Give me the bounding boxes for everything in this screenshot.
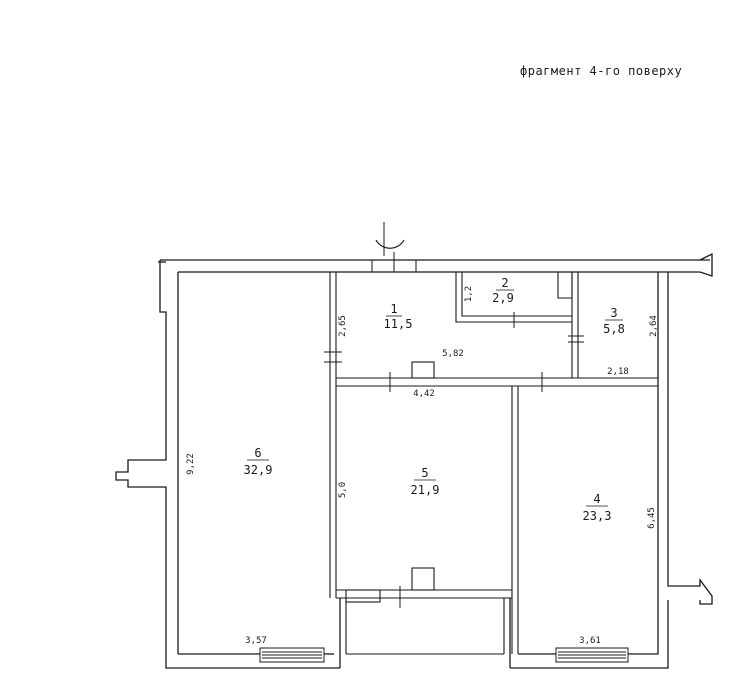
plan-title: фрагмент 4-го поверху	[520, 64, 682, 78]
dim-2-65: 2,65	[338, 315, 348, 337]
interior-walls	[329, 272, 658, 655]
room-5-number: 5	[421, 466, 428, 480]
dim-3-61: 3,61	[579, 636, 601, 646]
dim-6-45: 6,45	[647, 507, 657, 529]
room-1-area: 11,5	[384, 317, 413, 331]
dim-4-42: 4,42	[413, 389, 435, 399]
room-2-number: 2	[501, 276, 508, 290]
room-6-number: 6	[254, 446, 261, 460]
dim-2-18: 2,18	[607, 367, 629, 377]
door-marks	[324, 312, 584, 608]
dim-3-57: 3,57	[245, 636, 267, 646]
room-3: 3 5,8	[603, 306, 625, 336]
windows	[259, 252, 629, 663]
dim-5-0: 5,0	[338, 482, 348, 498]
dim-9-22: 9,22	[186, 453, 196, 475]
entrance-arc-icon	[375, 239, 405, 249]
room-6: 6 32,9	[244, 446, 273, 477]
room-3-number: 3	[610, 306, 617, 320]
dim-5-82: 5,82	[442, 349, 464, 359]
room-6-area: 32,9	[244, 463, 273, 477]
room-2-area: 2,9	[492, 291, 514, 305]
room-4-number: 4	[593, 492, 600, 506]
dimensions: 9,22 3,57 2,65 5,82 4,42 5,0 1,2 2,64 2,…	[186, 286, 659, 646]
room-4: 4 23,3	[583, 492, 612, 523]
room-5: 5 21,9	[411, 466, 440, 497]
room-5-area: 21,9	[411, 483, 440, 497]
room-1: 1 11,5	[384, 302, 413, 331]
dim-1-2: 1,2	[464, 286, 474, 302]
room-4-area: 23,3	[583, 509, 612, 523]
room-2: 2 2,9	[492, 276, 514, 305]
outer-walls	[115, 252, 713, 669]
room-3-area: 5,8	[603, 322, 625, 336]
dim-2-64: 2,64	[649, 315, 659, 337]
room-1-number: 1	[390, 302, 397, 316]
